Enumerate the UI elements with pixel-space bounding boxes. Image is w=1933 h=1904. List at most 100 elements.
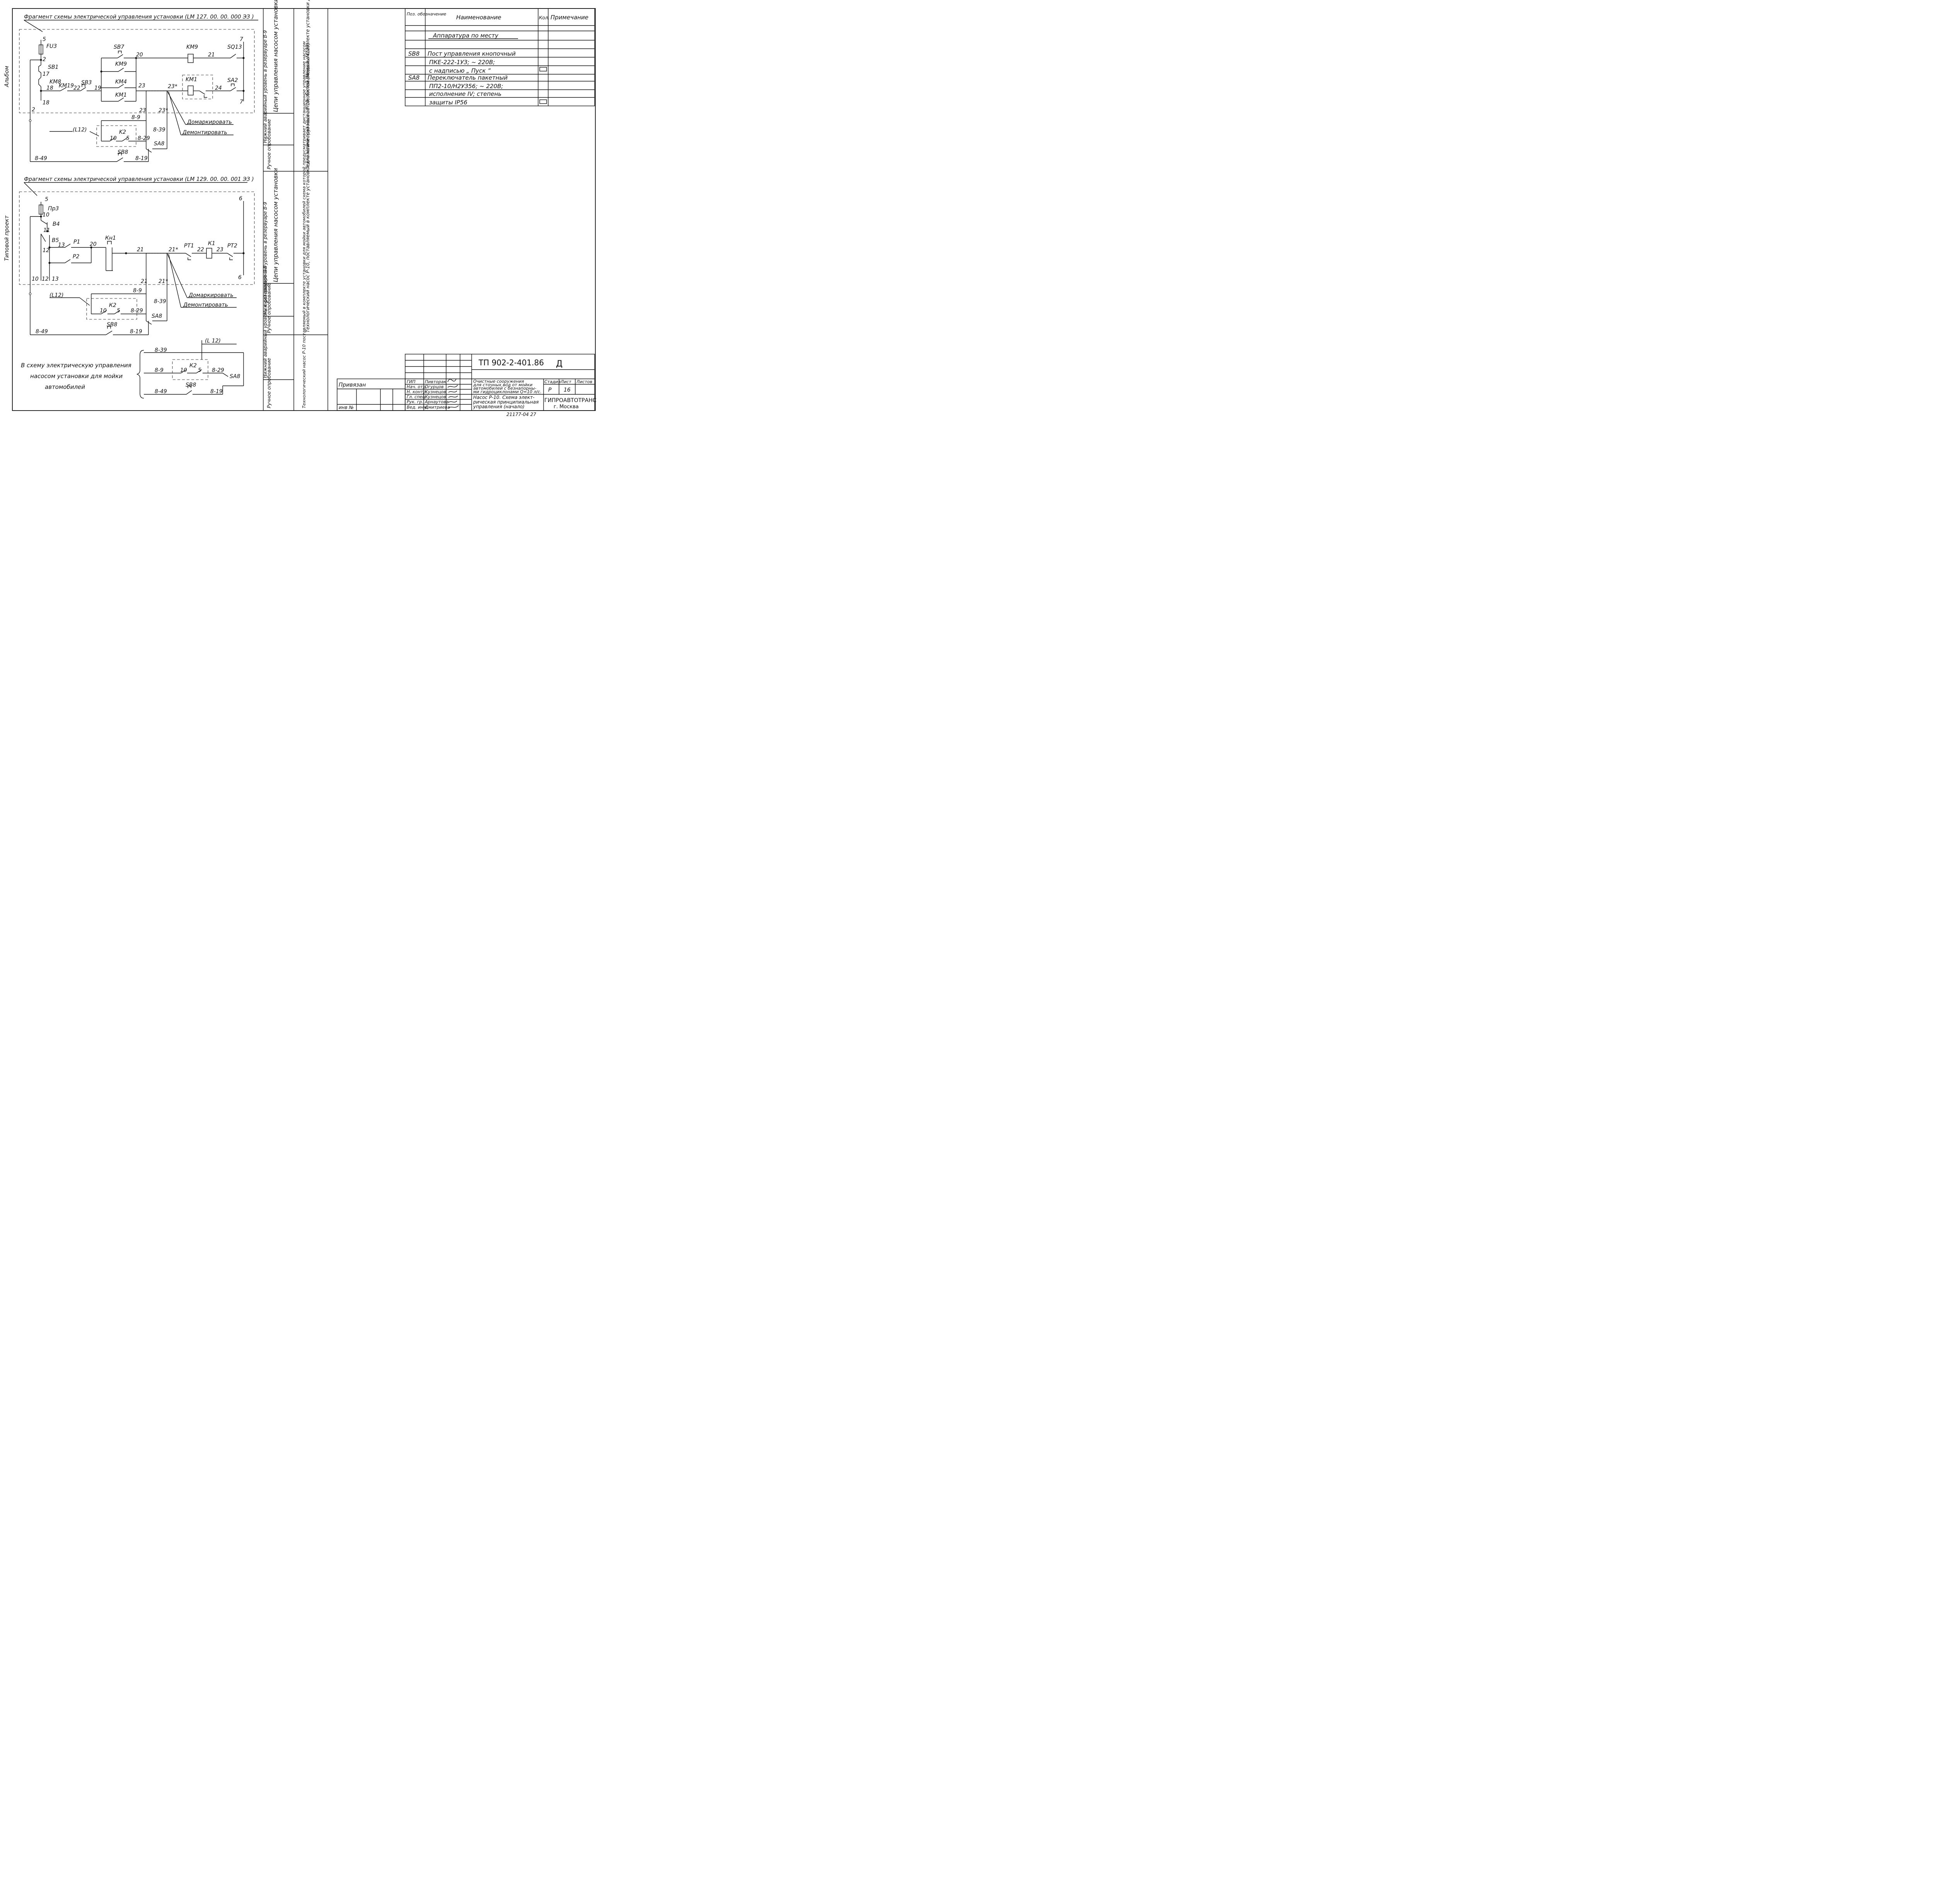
- fragment-2: Фрагмент схемы электрической управления …: [19, 176, 255, 335]
- f2-n10: 10: [43, 212, 49, 218]
- f2-pt2: РТ2: [227, 243, 237, 249]
- f2-n89: 8-9: [133, 288, 142, 294]
- fragment-3: В схему электрическую управления насосом…: [21, 338, 244, 399]
- f1-n5b: 5: [126, 135, 130, 141]
- f1-callout-mark: Домаркировать: [187, 119, 232, 125]
- f1-n839: 8-39: [153, 127, 165, 133]
- f2-n5: 5: [45, 196, 48, 203]
- stage-value: Р: [548, 387, 552, 393]
- inv-label: инв №: [339, 405, 354, 410]
- f3-note-line1: В схему электрическую управления: [21, 362, 131, 369]
- f3-sa8: SA8: [230, 373, 240, 380]
- f3-n839: 8-39: [155, 347, 167, 353]
- f1-km19: KM19: [59, 83, 74, 89]
- f1-n819: 8-19: [135, 155, 148, 162]
- side-columns: Цепи управления насосом установки Нижний…: [263, 0, 310, 408]
- col-header-stage: Стадия: [544, 379, 561, 384]
- fragment1-title: Фрагмент схемы электрической управления …: [24, 14, 254, 20]
- f1-sa2: SA2: [227, 77, 238, 84]
- f3-n89: 8-9: [155, 367, 164, 373]
- side-label-album: Альбом: [4, 66, 10, 87]
- f1-n23b: 23: [139, 107, 146, 114]
- spec-row-4-pos: SA8: [408, 74, 419, 81]
- project-title-3: автомобилей с безнапорны-: [473, 386, 536, 391]
- fragment-1: Фрагмент схемы электрической управления …: [19, 14, 258, 162]
- f2-p1: Р1: [73, 239, 80, 245]
- bottom-number: 21177-04 27: [506, 412, 536, 417]
- f2-n849: 8-49: [36, 329, 48, 335]
- f2-callout-dismantle: Демонтировать: [183, 302, 228, 308]
- f2-k2: К2: [109, 302, 116, 309]
- spec-row-7-name: защиты IP56: [429, 99, 467, 106]
- name-2: Кузнецов: [425, 389, 446, 394]
- role-4: Рук. гр.: [407, 399, 423, 404]
- f1-n21: 21: [208, 52, 215, 58]
- drawing-sheet: Альбом Типовой проект Фрагмент схемы эле…: [4, 0, 597, 417]
- f1-n7a: 7: [240, 36, 243, 43]
- f2-n829: 8-29: [131, 308, 143, 314]
- col1-low-level-1: Нижний аварийный уровень в резервуаре В-…: [263, 30, 268, 143]
- f2-pr3: Пр3: [48, 206, 59, 212]
- side-label-project: Типовой проект: [4, 215, 10, 261]
- f2-callout-mark: Домаркировать: [188, 292, 234, 298]
- sheet-title-2: рическая принципиальная: [473, 399, 539, 405]
- f2-kn1: Кн1: [105, 235, 116, 241]
- f1-sq13: SQ13: [227, 44, 242, 50]
- col1-circuits-mid: Цепи управления насосом установки: [272, 168, 279, 282]
- f1-n19: 19: [94, 85, 101, 91]
- f2-sa8: SA8: [152, 313, 162, 319]
- col1-manual-2: Ручное опробование: [266, 283, 272, 333]
- f3-n5: 5: [198, 367, 201, 373]
- name-3: Кузнецов: [425, 394, 446, 399]
- spec-row-1-name: Пост управления кнопочный: [428, 50, 516, 57]
- role-3: Гл. спец.: [407, 394, 426, 399]
- f2-n6a: 6: [239, 196, 242, 202]
- spec-header-pos: Поз. обозначение: [407, 12, 446, 17]
- f2-n819: 8-19: [130, 329, 142, 335]
- col2-bottom: Технологический насос Р-10 поставляемый …: [302, 41, 307, 408]
- f1-n23sb: 23*: [159, 107, 168, 114]
- signature-marks: [447, 378, 459, 408]
- col2-top: Технологический насос Р-10, поставляемый…: [305, 0, 310, 169]
- spec-table: Поз. обозначение Наименование Кол. Приме…: [405, 8, 595, 106]
- f2-b5: В5: [52, 237, 59, 244]
- spec-row-6-name: исполнение IV; степень: [429, 90, 501, 97]
- f2-n10c: 10: [100, 308, 107, 314]
- col1-manual-1: Ручное опробование: [266, 119, 272, 169]
- f2-n21s: 21*: [169, 247, 178, 253]
- f2-sb8: SB8: [107, 322, 117, 328]
- f1-km4: KM4: [115, 79, 127, 85]
- f3-n819: 8-19: [210, 389, 223, 395]
- f1-sb8: SB8: [118, 149, 128, 155]
- f2-n839: 8-39: [154, 298, 166, 305]
- name-4: Арнаутова: [424, 399, 449, 404]
- f1-n7b: 7: [240, 99, 243, 105]
- org-city: г. Москва: [554, 404, 579, 410]
- f1-km1b: KM1: [186, 77, 197, 83]
- f3-l12: (L 12): [205, 338, 221, 344]
- name-5: Дмитриева: [424, 405, 450, 410]
- f3-n829: 8-29: [212, 367, 224, 373]
- role-5: Вед. инж.: [407, 405, 429, 410]
- f2-n12: 12: [43, 247, 49, 254]
- sheet-title-3: управления (начало): [473, 404, 525, 409]
- sheet-letter: Д: [556, 359, 563, 369]
- f1-sb7: SB7: [114, 44, 124, 50]
- f1-n23s: 23*: [168, 84, 177, 90]
- title-block: Привязан инв № ТП 902-2-401.86 Д ГИП Пив…: [337, 354, 597, 411]
- f2-n21b: 21: [141, 278, 148, 285]
- f2-n6b: 6: [238, 274, 242, 281]
- binding-label: Привязан: [339, 382, 366, 388]
- f2-n5b: 5: [117, 308, 120, 314]
- f1-n20: 20: [136, 52, 143, 58]
- f1-n18a: 18: [46, 85, 53, 91]
- f3-note-line3: автомобилей: [45, 384, 85, 390]
- f1-n23a: 23: [138, 83, 145, 89]
- f2-n20: 20: [90, 241, 97, 247]
- spec-row-2-name: ПКЕ-222-1УЗ; ~ 220В;: [429, 59, 495, 66]
- f1-n89: 8-9: [131, 114, 140, 121]
- name-0: Пивторак: [425, 379, 447, 384]
- f1-n2top: 2: [43, 56, 46, 63]
- f2-pt1: РТ1: [184, 243, 194, 249]
- f2-n21sb: 21*: [159, 278, 168, 285]
